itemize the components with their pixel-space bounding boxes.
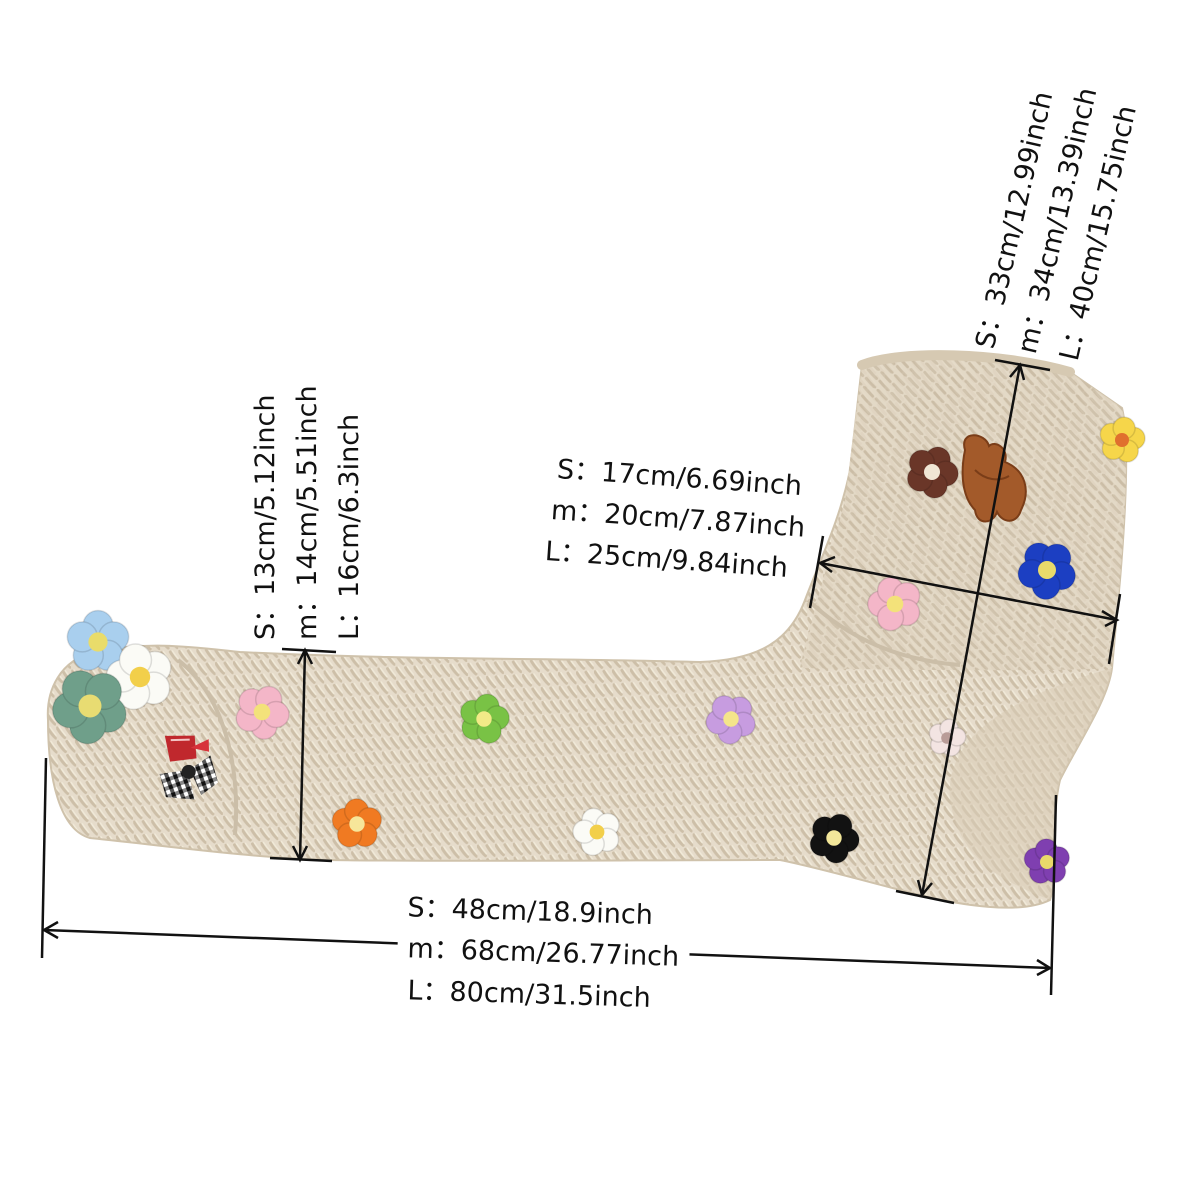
flower-center	[253, 703, 271, 721]
flower-center	[349, 816, 365, 832]
leg-height-arrow-bottom	[916, 879, 933, 898]
gingham-bow-charm	[159, 735, 219, 800]
flower-center	[886, 595, 904, 613]
flower-white-icon	[572, 807, 620, 857]
ankle-width-line	[819, 561, 1118, 622]
foot-width-arrow-bottom	[291, 845, 309, 863]
leg-height-cap-bottom	[895, 889, 955, 905]
flower-black-icon	[809, 813, 860, 864]
foot-width-label-l: L：16cm/6.3inch	[334, 413, 365, 640]
flower-sage-green-icon	[51, 670, 127, 745]
flower-brown-icon	[906, 446, 959, 499]
length-arrow-left	[41, 920, 59, 940]
foot-width-cap-top	[281, 647, 337, 654]
foot-width-label-m: m：14cm/5.51inch	[292, 385, 323, 640]
bear-charm	[961, 434, 1027, 523]
leg-height-cap-top	[994, 358, 1051, 372]
flower-center	[476, 711, 492, 727]
ankle-width-cap-left	[808, 535, 825, 609]
foot-width-line	[298, 649, 307, 861]
sock-heel	[949, 668, 1112, 900]
flower-center	[78, 694, 102, 718]
foot-width-arrow-top	[296, 647, 314, 665]
flower-green-icon	[459, 693, 510, 744]
flower-center	[1040, 855, 1054, 869]
flower-center	[1038, 561, 1056, 579]
flower-royal-blue-icon	[1017, 542, 1077, 601]
flower-appliques	[51, 416, 1146, 884]
flower-lavender-icon	[705, 694, 756, 745]
foot-width-label-s: S：13cm/5.12inch	[250, 394, 281, 640]
ankle-width-arrow-left	[817, 555, 836, 573]
sock-leg	[800, 355, 1127, 671]
length-end-left	[40, 757, 48, 959]
flower-orange-icon	[331, 798, 383, 848]
leg-height-arrow-top	[1009, 362, 1026, 381]
flower-center	[88, 632, 108, 652]
flower-yellow-icon	[1099, 416, 1146, 463]
flower-pale-pink-icon	[928, 718, 967, 757]
flower-center	[826, 830, 842, 846]
flower-center	[723, 711, 739, 727]
toe-seam	[176, 658, 239, 836]
ankle-seam	[806, 598, 961, 667]
cuff-edge	[857, 350, 1075, 377]
ankle-width-cap-right	[1107, 593, 1122, 665]
leg-height-line	[920, 364, 1022, 896]
flower-pink-icon	[866, 576, 921, 632]
length-end-right	[1049, 794, 1058, 996]
flower-center	[129, 666, 151, 688]
length-arrow-right	[1036, 958, 1053, 977]
flower-center	[1115, 433, 1129, 447]
flower-center	[924, 464, 940, 480]
flower-pink-icon	[235, 685, 290, 740]
flower-light-blue-icon	[66, 609, 130, 672]
flower-center	[589, 824, 605, 840]
ankle-width-arrow-right	[1101, 609, 1120, 628]
flower-purple-icon	[1023, 838, 1071, 884]
